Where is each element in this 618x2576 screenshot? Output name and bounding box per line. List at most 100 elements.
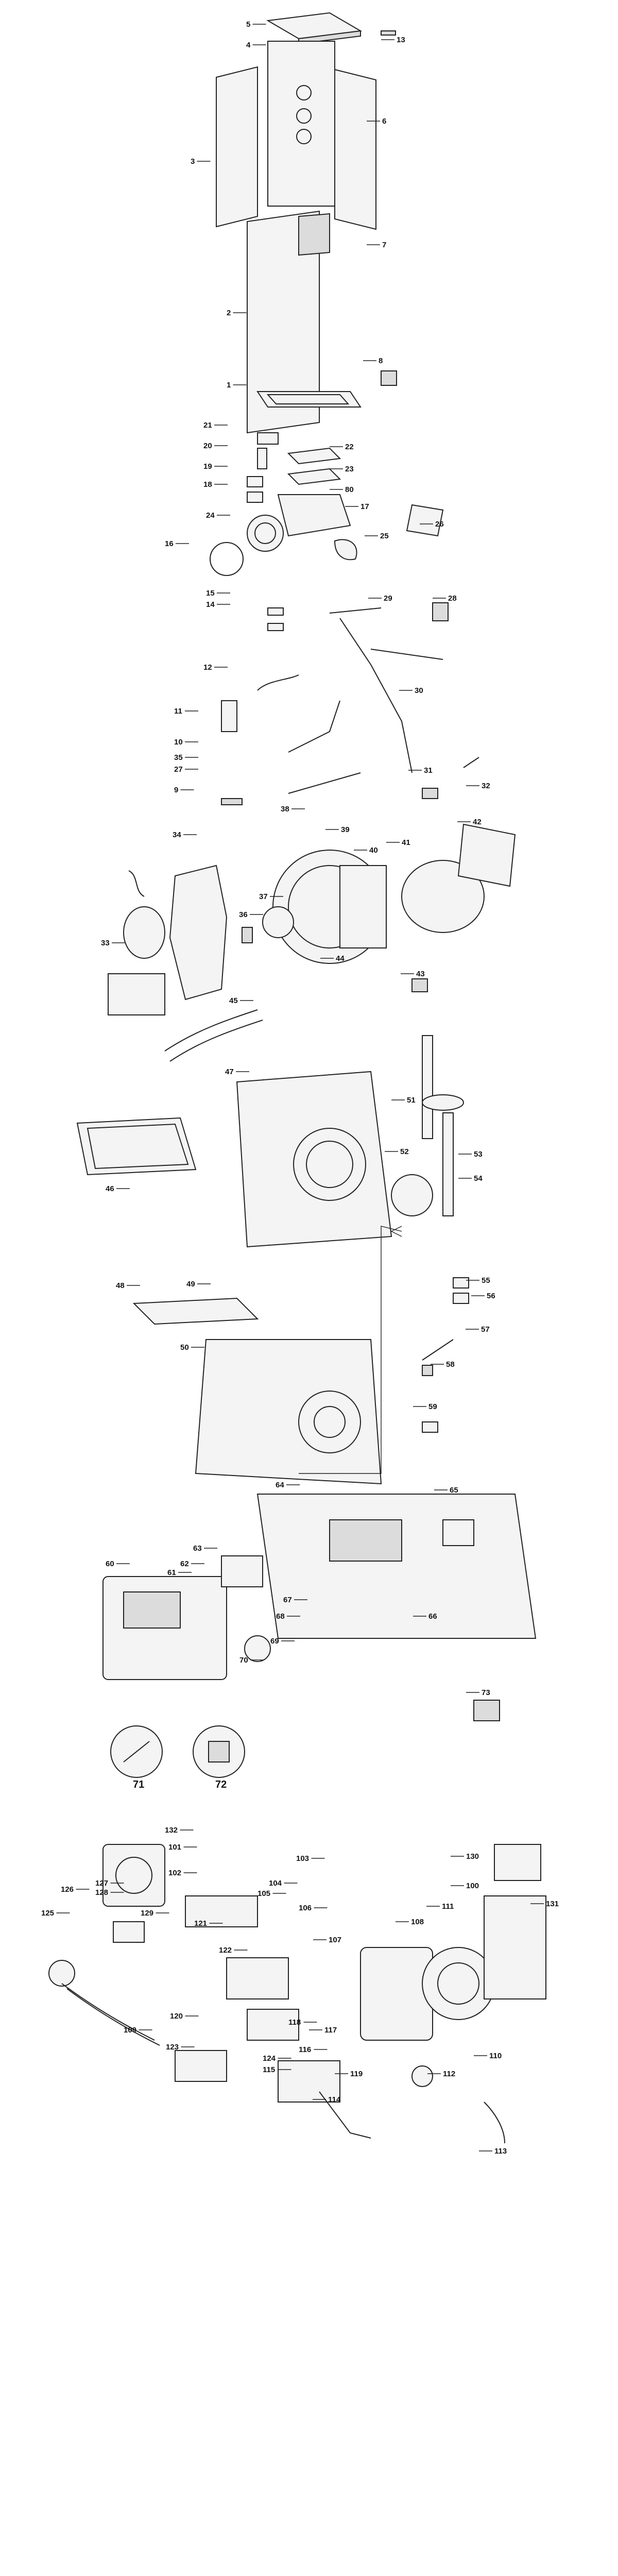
- callout-113: 113: [494, 2147, 507, 2156]
- connector-part: [422, 788, 438, 799]
- callout-127: 127: [95, 1879, 108, 1888]
- callout-69: 69: [270, 1637, 279, 1646]
- shaft-part: [422, 1035, 433, 1139]
- callout-17: 24: [206, 511, 215, 520]
- clip-part: [411, 978, 428, 992]
- callout-34: 34: [173, 831, 181, 839]
- callout-56: 56: [487, 1292, 495, 1300]
- callout-10: 10: [174, 738, 183, 747]
- callout-4: 4: [246, 41, 251, 49]
- blower-hub-part: [437, 1962, 479, 2005]
- callout-52: 52: [400, 1147, 409, 1156]
- callout-71: 71: [133, 1779, 144, 1790]
- callout-43: 43: [416, 970, 425, 978]
- callout-45: 45: [229, 996, 238, 1005]
- flex-hose-part: [164, 1009, 258, 1052]
- cable-part: [484, 2102, 505, 2144]
- callout-70: 70: [239, 1656, 248, 1665]
- cover-plate-part: [457, 823, 516, 887]
- fitting-part: [267, 607, 284, 616]
- callout-19: 19: [203, 462, 212, 471]
- wire-part: [319, 2091, 371, 2139]
- callout-101: 101: [168, 1843, 181, 1852]
- callout-50: 50: [180, 1343, 189, 1352]
- cap-part: [391, 1174, 433, 1216]
- callout-121: 121: [194, 1919, 207, 1928]
- callout-123: 123: [166, 2043, 179, 2052]
- air-box-part: [484, 1895, 546, 1999]
- pipe-part: [370, 649, 443, 660]
- callout-14: 14: [206, 600, 215, 609]
- callout-13: 13: [397, 36, 405, 44]
- callout-46: 46: [106, 1184, 114, 1193]
- mount-plate-part: [406, 504, 444, 537]
- elbow-part: [334, 539, 357, 561]
- pipe-part: [329, 607, 413, 773]
- arrow-head: [390, 1226, 402, 1237]
- spring-part: [463, 757, 479, 768]
- callout-67: 67: [283, 1596, 292, 1604]
- callout-27: 27: [174, 765, 183, 774]
- cover-part: [169, 865, 228, 1001]
- callout-16: 16: [165, 539, 174, 548]
- callout-118: 118: [288, 2018, 301, 2027]
- callout-1: 1: [227, 381, 231, 389]
- hose-part: [66, 1988, 160, 2046]
- callout-42: 42: [473, 818, 482, 826]
- callout-104: 104: [269, 1879, 282, 1888]
- bolt-part: [242, 927, 253, 943]
- callout-132: 132: [165, 1826, 178, 1835]
- callout-23: 23: [345, 465, 354, 473]
- callout-15: 15: [206, 589, 215, 598]
- right-side-panel-part: [334, 69, 376, 230]
- callout-55: 55: [482, 1276, 490, 1285]
- callout-48: 48: [116, 1281, 125, 1290]
- base-frame-inner-part: [266, 394, 350, 404]
- callout-62: 62: [180, 1560, 189, 1568]
- bracket-part: [132, 1297, 259, 1325]
- cable-part: [128, 870, 145, 897]
- callout-115: 115: [263, 2065, 275, 2074]
- plate-part: [422, 1421, 438, 1433]
- tools-assembly: [110, 1725, 245, 1778]
- air-inlet-part: [494, 1844, 541, 1881]
- motor-part: [108, 973, 165, 1015]
- callout-21: 21: [203, 421, 212, 430]
- callout-25: 25: [380, 532, 389, 540]
- callout-38: 38: [281, 805, 289, 814]
- tray-inner-part: [87, 1123, 189, 1170]
- callout-120: 120: [170, 2012, 183, 2021]
- cartridge-part: [185, 1895, 258, 1927]
- fitting-part: [267, 623, 284, 631]
- callout-44: 44: [336, 954, 345, 963]
- callout-59: 59: [428, 1402, 437, 1411]
- callout-26: 26: [435, 520, 444, 529]
- fitting-part: [257, 448, 267, 469]
- electrode-part: [411, 2065, 433, 2087]
- callout-117: 117: [324, 2026, 337, 2035]
- callout-57: 57: [481, 1325, 490, 1334]
- callout-102: 102: [168, 1869, 181, 1877]
- callout-126: 126: [61, 1885, 74, 1894]
- panel-hole-part: [296, 108, 312, 124]
- manifold-body-part: [277, 494, 351, 537]
- hose-part: [61, 1983, 155, 2041]
- tool-part: [208, 1741, 230, 1762]
- callout-36: 36: [239, 910, 248, 919]
- terminal-block-part: [442, 1519, 474, 1546]
- callout-122: 122: [219, 1946, 232, 1955]
- callout-47: 47: [225, 1067, 234, 1076]
- base-frame-part: [256, 391, 362, 408]
- callout-31: 31: [424, 766, 433, 775]
- callout-30: 30: [415, 686, 423, 695]
- callout-72: 72: [215, 1779, 227, 1790]
- callout-65: 65: [450, 1486, 458, 1495]
- valve-part: [247, 492, 263, 503]
- plate-part: [287, 468, 341, 485]
- callout-3: 3: [191, 157, 195, 166]
- callout-24: 17: [360, 502, 369, 511]
- rod-part: [442, 1112, 454, 1216]
- callout-58: 58: [446, 1360, 455, 1369]
- screw-part: [381, 30, 396, 36]
- control-part: [175, 2050, 227, 2082]
